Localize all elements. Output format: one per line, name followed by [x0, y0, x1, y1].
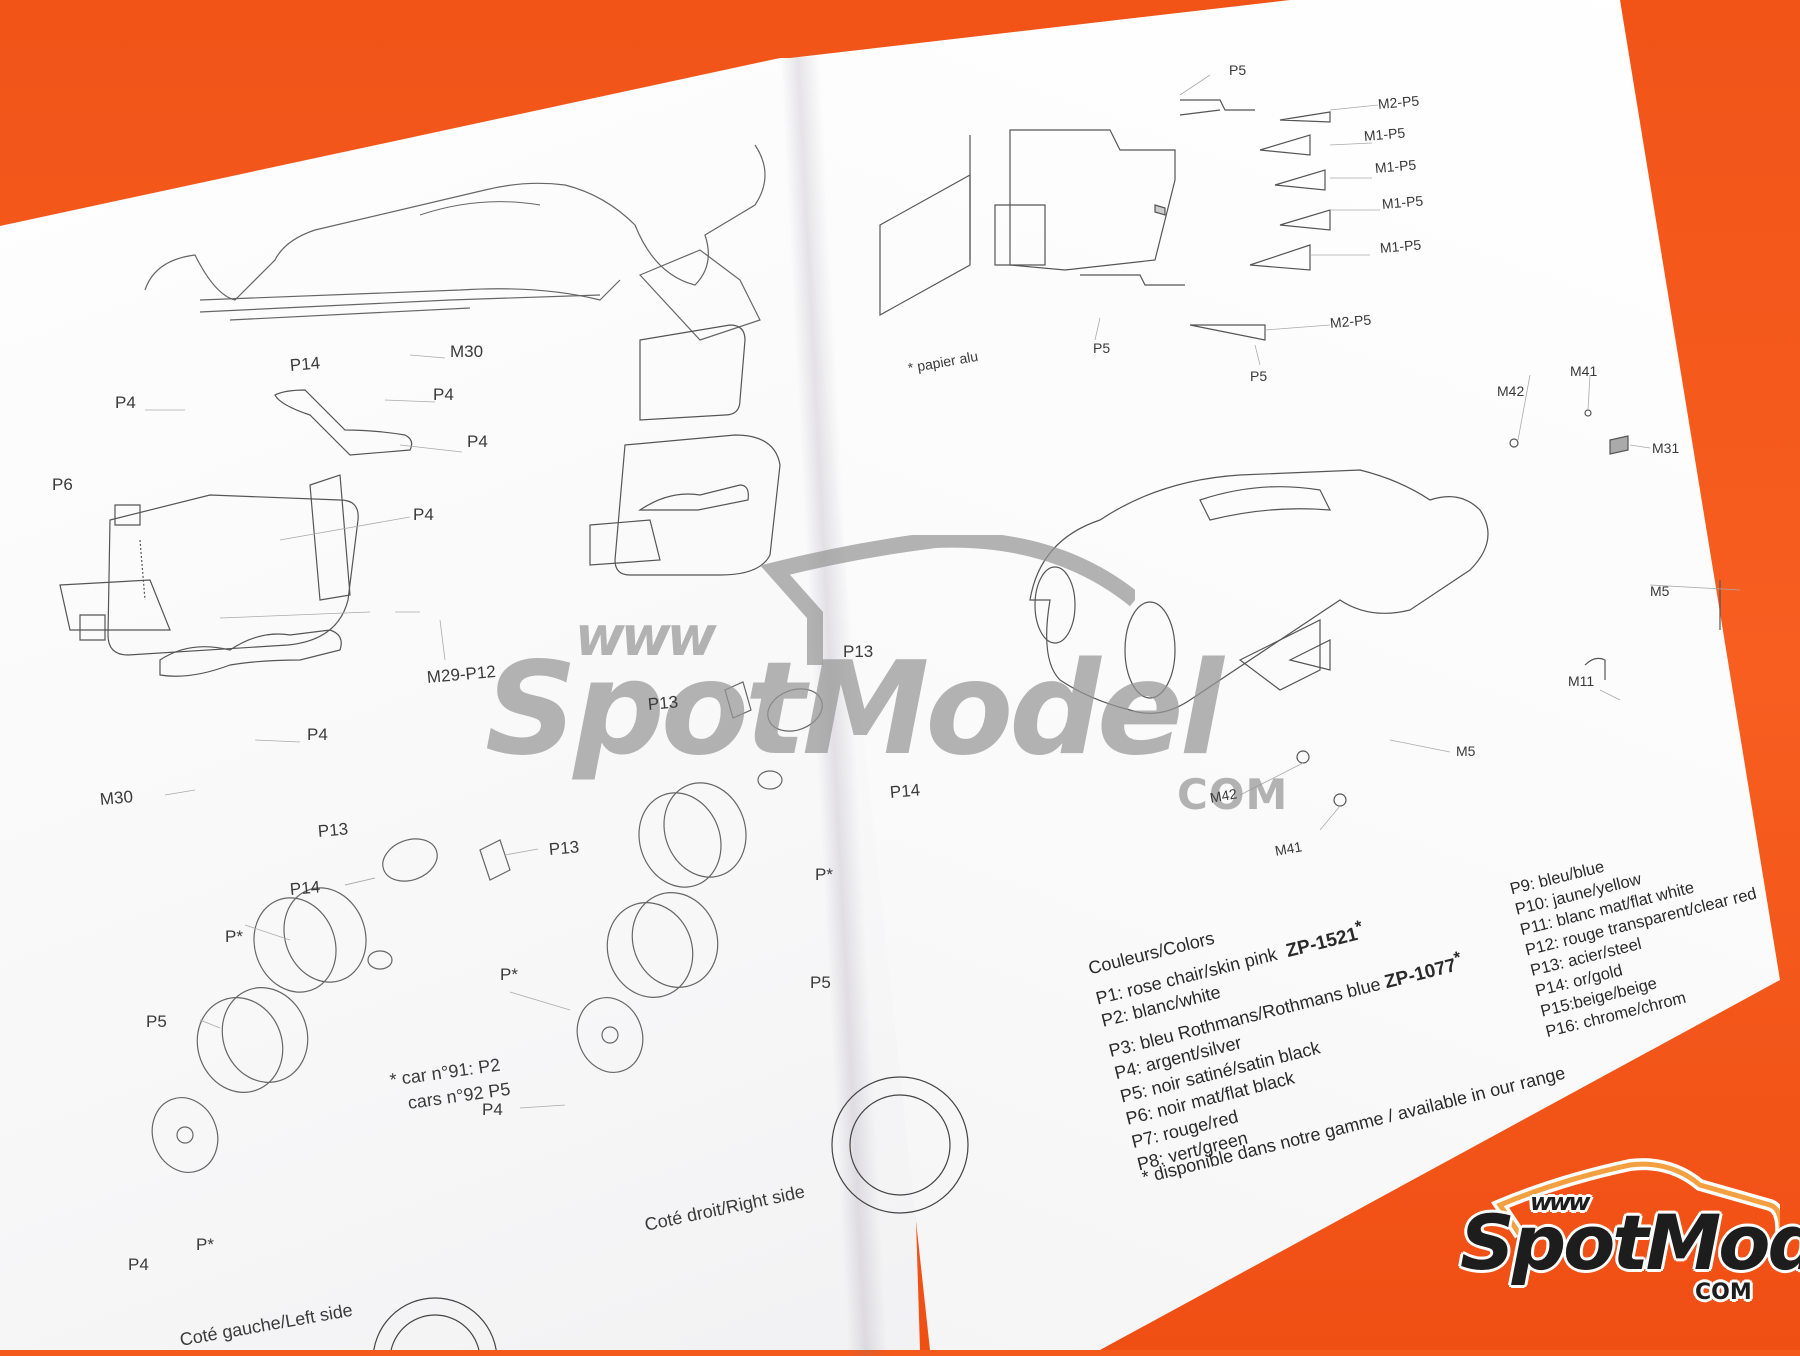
label-p4-e: P4: [307, 725, 328, 744]
logo-tld: COM: [1695, 1280, 1752, 1305]
label-pstar-b: P*: [815, 865, 833, 884]
label-p13-c: P13: [317, 819, 349, 841]
label-p4-a: P4: [115, 393, 136, 412]
label-p4-g: P4: [128, 1255, 149, 1274]
label-p4-d: P4: [413, 505, 434, 524]
label-p5-b: P5: [810, 973, 831, 992]
label-p13-d: P13: [548, 837, 580, 859]
label-p14-b: P14: [889, 780, 921, 802]
label-m42-a: M42: [1497, 383, 1525, 399]
label-m31: M31: [1652, 440, 1680, 456]
label-p5-top: P5: [1229, 62, 1247, 78]
logo-brand: SpotModel: [1460, 1198, 1800, 1287]
label-m30-top: M30: [450, 342, 484, 361]
label-m11: M11: [1568, 673, 1595, 689]
label-m5-a: M5: [1650, 583, 1670, 599]
label-p14-top: P14: [289, 353, 321, 375]
spotmodel-logo: www SpotModel COM: [1460, 1140, 1800, 1320]
label-p14-a: P14: [289, 877, 321, 899]
label-p6: P6: [52, 475, 73, 494]
label-m5-b: M5: [1456, 743, 1476, 759]
label-m41-a: M41: [1570, 363, 1598, 379]
logo-www: www: [1530, 1188, 1590, 1216]
label-p5-a: P5: [1093, 340, 1111, 356]
label-pstar-c: P*: [500, 965, 518, 984]
label-pstar-a: P*: [225, 927, 243, 946]
label-p4-f: P4: [482, 1100, 503, 1119]
label-p13-a: P13: [843, 642, 874, 661]
logo-car-outline-icon: [1490, 1158, 1780, 1245]
label-pstar-d: P*: [196, 1235, 214, 1254]
label-p5-b: P5: [1250, 368, 1268, 384]
label-p5-a: P5: [146, 1012, 167, 1031]
label-p4-b: P4: [433, 385, 454, 404]
label-m30-bottom: M30: [99, 787, 134, 809]
label-p13-b: P13: [647, 692, 679, 714]
label-p4-c: P4: [467, 432, 488, 451]
